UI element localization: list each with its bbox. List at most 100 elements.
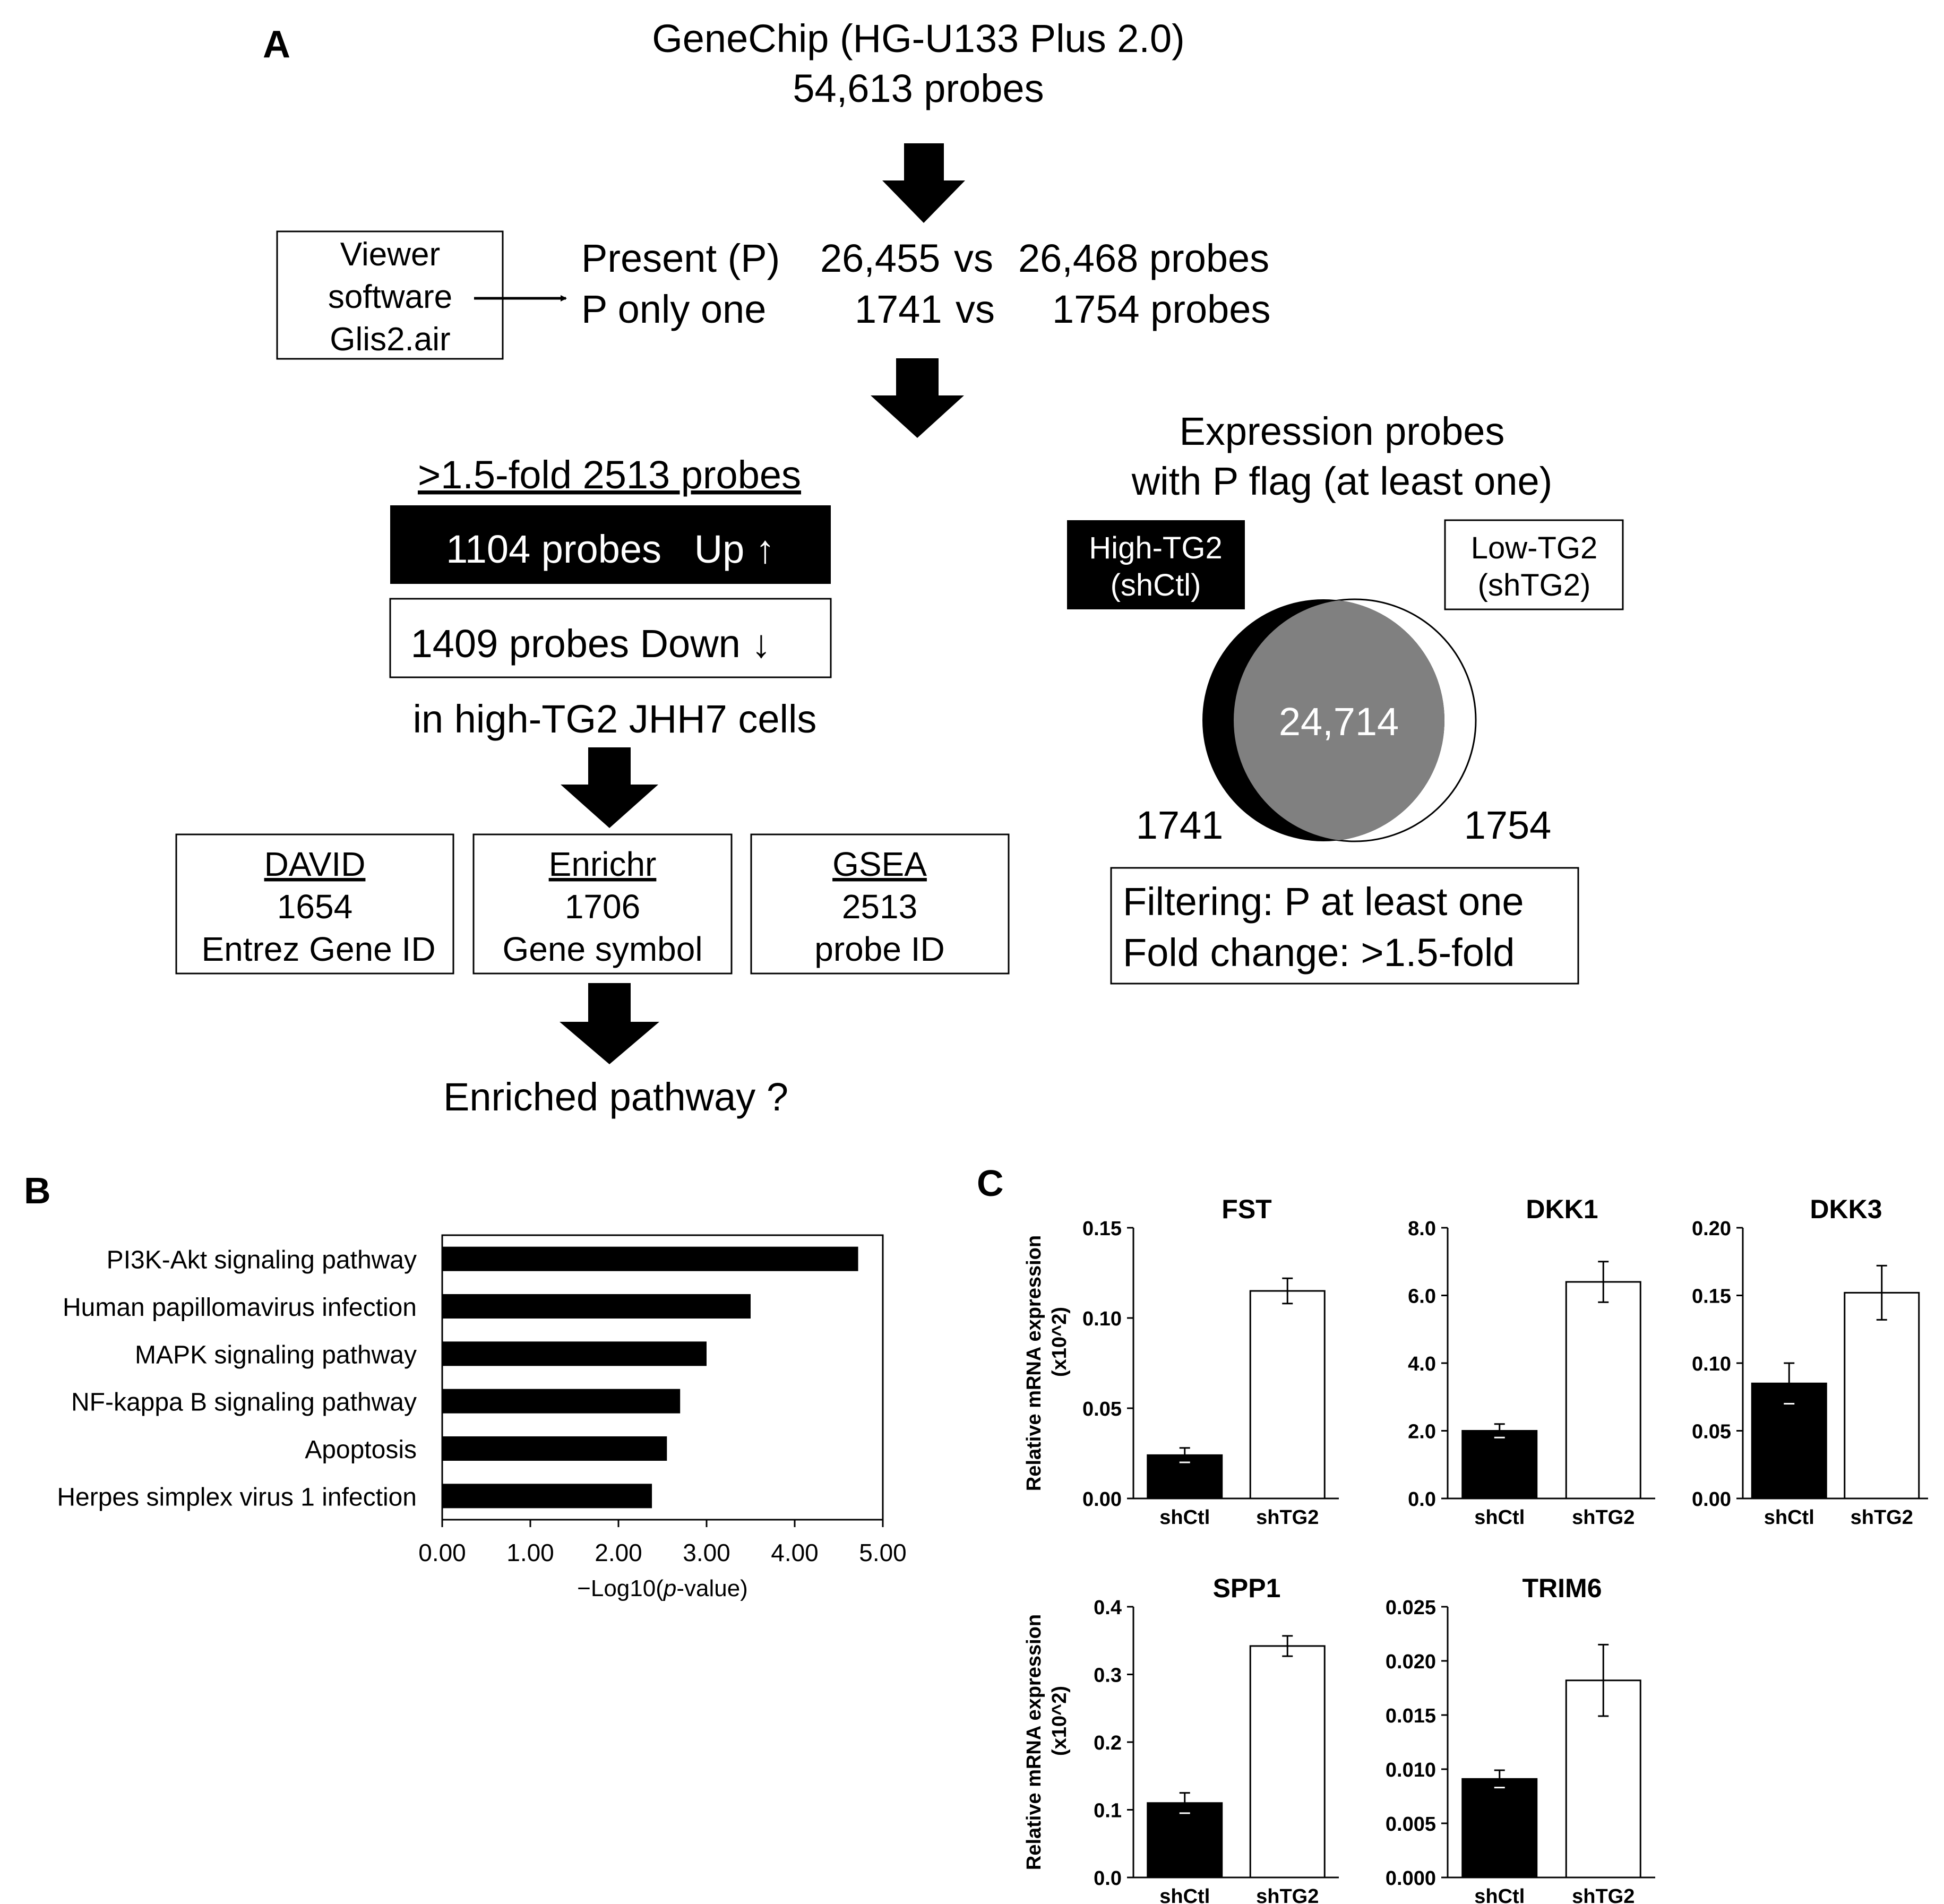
cells-line: in high-TG2 JHH7 cells xyxy=(413,697,817,741)
viewer-software-box xyxy=(276,230,504,360)
bar-chart-trim6: TRIM60.0000.0050.0100.0150.0200.025shCtl… xyxy=(1386,1573,1655,1904)
y-tick-label: 0.00 xyxy=(1082,1488,1122,1511)
x-axis-label-part: −Log10( xyxy=(577,1575,664,1601)
y-tick-label: 0.010 xyxy=(1386,1759,1436,1781)
genechip-title: GeneChip (HG-U133 Plus 2.0) xyxy=(652,16,1185,61)
y-tick-label: 0.20 xyxy=(1692,1218,1731,1240)
bar xyxy=(1147,1802,1223,1879)
bar xyxy=(1249,1645,1326,1879)
x-tick-label: shTG2 xyxy=(1256,1885,1319,1904)
present-a: 26,455 xyxy=(820,236,940,280)
low-tg2-box xyxy=(1444,519,1624,610)
high-tg2-text: High-TG2 xyxy=(1089,531,1222,565)
viewer-box-line: Viewer xyxy=(340,236,440,273)
tool-count: 2513 xyxy=(842,888,917,926)
tool-box-gsea: GSEA 2513 probe ID xyxy=(750,833,1010,975)
tool-id: Entrez Gene ID xyxy=(201,930,435,968)
x-tick-label: 1.00 xyxy=(506,1539,554,1566)
x-tick-label: 3.00 xyxy=(683,1539,730,1566)
down-arrow-2 xyxy=(871,358,964,438)
down-box xyxy=(389,598,832,678)
panel-c-label: C xyxy=(977,1162,1004,1204)
filter-line: Filtering: P at least one xyxy=(1123,880,1524,924)
bar xyxy=(1249,1290,1326,1500)
plot-frame xyxy=(441,1234,884,1521)
bar xyxy=(442,1341,707,1366)
category-label: PI3K-Akt signaling pathway xyxy=(107,1246,417,1274)
y-tick-label: 0.05 xyxy=(1692,1421,1731,1443)
y-tick-label: 0.05 xyxy=(1082,1398,1122,1420)
y-tick-label: 0.020 xyxy=(1386,1651,1436,1673)
y-tick-label: 0.015 xyxy=(1386,1705,1436,1727)
up-box xyxy=(390,505,831,584)
y-axis-label: Relative mRNA expression xyxy=(1023,1235,1045,1491)
y-tick-label: 0.15 xyxy=(1082,1218,1122,1240)
ponly-label: P only one xyxy=(581,287,766,331)
y-axis-label-unit: (x10^2) xyxy=(1048,1686,1071,1756)
high-tg2-box xyxy=(1067,520,1245,609)
x-tick-label: shTG2 xyxy=(1572,1885,1635,1904)
y-tick-label: 6.0 xyxy=(1408,1286,1436,1308)
y-tick-label: 0.10 xyxy=(1082,1308,1122,1330)
x-axis-label: −Log10(p-value) xyxy=(577,1575,748,1601)
tool-name: Enrichr xyxy=(549,845,657,883)
down-arrow-4 xyxy=(560,983,659,1064)
panel-a-label: A xyxy=(263,23,290,66)
fold-title: >1.5-fold 2513 probes xyxy=(418,453,801,497)
x-tick-label: shCtl xyxy=(1159,1885,1210,1904)
low-tg2-text: (shTG2) xyxy=(1478,568,1591,602)
category-label: Apoptosis xyxy=(305,1436,417,1464)
tool-name: GSEA xyxy=(832,845,927,883)
venn-left-count: 1741 xyxy=(1136,803,1224,847)
category-label: Human papillomavirus infection xyxy=(63,1294,417,1322)
enriched-pathway: Enriched pathway ? xyxy=(443,1075,788,1119)
x-tick-label: shTG2 xyxy=(1851,1506,1913,1529)
panel-b-label: B xyxy=(24,1170,51,1211)
y-tick-label: 0.4 xyxy=(1094,1597,1122,1619)
y-tick-label: 0.0 xyxy=(1408,1488,1436,1511)
venn-right-count: 1754 xyxy=(1464,803,1552,847)
down-arrow-1 xyxy=(882,143,965,223)
x-tick-label: shCtl xyxy=(1159,1506,1210,1529)
tool-count: 1654 xyxy=(277,888,352,926)
bar xyxy=(442,1436,667,1461)
viewer-box-line: Glis2.air xyxy=(330,321,450,358)
x-tick-label: 4.00 xyxy=(771,1539,819,1566)
tool-name: DAVID xyxy=(264,845,366,883)
chart-title: DKK1 xyxy=(1526,1194,1598,1224)
venn-overlap-count: 24,714 xyxy=(1279,700,1399,744)
category-label: MAPK signaling pathway xyxy=(135,1341,417,1369)
x-tick-label: shCtl xyxy=(1474,1885,1525,1904)
present-b: 26,468 probes xyxy=(1018,236,1269,280)
chart-title: DKK3 xyxy=(1810,1194,1882,1224)
y-tick-label: 2.0 xyxy=(1408,1421,1436,1443)
bar xyxy=(1461,1430,1538,1500)
x-tick-label: shCtl xyxy=(1764,1506,1814,1529)
viewer-box-line: software xyxy=(328,279,452,315)
x-tick-label: 0.00 xyxy=(418,1539,466,1566)
ponly-b: 1754 probes xyxy=(1052,287,1270,331)
up-box-text: 1104 probes Up ↑ xyxy=(446,527,775,571)
bar xyxy=(442,1246,858,1271)
bar xyxy=(1565,1281,1641,1500)
x-tick-label: 2.00 xyxy=(595,1539,642,1566)
y-axis-label: Relative mRNA expression xyxy=(1023,1614,1045,1870)
tool-box-david: DAVID 1654 Entrez Gene ID xyxy=(175,833,454,975)
y-tick-label: 0.00 xyxy=(1692,1488,1731,1511)
y-tick-label: 0.005 xyxy=(1386,1813,1436,1836)
tool-id: probe ID xyxy=(814,930,944,968)
x-tick-label: 5.00 xyxy=(859,1539,907,1566)
y-tick-label: 0.1 xyxy=(1094,1800,1122,1822)
bar xyxy=(442,1294,751,1319)
bar xyxy=(442,1484,652,1509)
bar xyxy=(442,1389,681,1414)
down-box-text: 1409 probes Down ↓ xyxy=(411,622,771,666)
present-vs: vs xyxy=(954,236,993,280)
x-axis-label-part: -value) xyxy=(676,1575,748,1601)
filter-box xyxy=(1110,867,1579,985)
